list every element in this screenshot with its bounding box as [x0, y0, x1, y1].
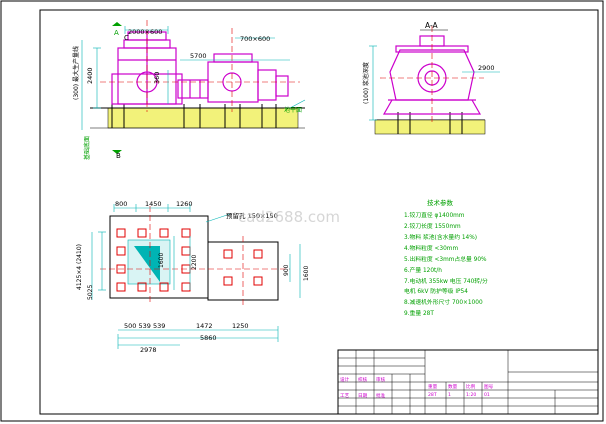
- tb-mid-header-3: 比例: [466, 383, 476, 390]
- tb-row-b-3: 批准: [376, 392, 386, 399]
- spec-item: 1.铰刀直径 φ1400mm: [404, 211, 465, 219]
- tb-row-b-1: 工艺: [340, 393, 350, 399]
- spec-item: 4.物料粒度 <30mm: [404, 244, 458, 252]
- plan-dim-total-1: 2978: [140, 346, 157, 354]
- section-foundation: [374, 119, 486, 135]
- spec-item: 5.出料粒度 <3mm占总量 90%: [404, 255, 487, 263]
- plan-inner-feature: [134, 246, 160, 282]
- tb-mid-header-2: 数量: [448, 383, 458, 390]
- spec-item: 3.物料 浆池(含水量约 14%): [404, 233, 477, 241]
- section-title: A-A: [425, 21, 439, 30]
- tb-row-a-3: 审核: [376, 376, 386, 383]
- title-block: 设计 校核 审核 工艺 日期 批准 重量 数量 比例 图号 28T 1 1:20…: [337, 349, 599, 415]
- spec-notes: 技术参数 1.铰刀直径 φ1400mm 2.铰刀长度 1550mm 3.物料 浆…: [404, 198, 488, 317]
- watermark: cad2688.com: [238, 208, 340, 226]
- elev-dim-small: 360: [153, 72, 161, 84]
- elev-dim-right: 700×600: [240, 35, 270, 43]
- section-arrow-icon: [112, 22, 122, 26]
- tb-mid-header-1: 重量: [428, 383, 438, 390]
- section-label-c: C: [124, 34, 129, 42]
- spec-title: 技术参数: [427, 198, 454, 207]
- elevation-dimensions: [81, 26, 306, 130]
- elev-side-text: (300) 最大生产量线: [72, 46, 80, 100]
- plan-dim-top-1: 800: [115, 200, 127, 208]
- tb-mid-value-3: 1:20: [466, 392, 476, 398]
- elevation-foundation: [107, 107, 299, 129]
- plan-dim-left-bottom: 5025: [87, 285, 94, 300]
- section-view: A-A 2900 (100) 浆池深度: [362, 21, 500, 135]
- plan-note: 预留孔 150×150: [226, 211, 278, 220]
- section-arrow-icon-bottom: [112, 150, 122, 154]
- sheet-inner-border: [39, 9, 599, 415]
- view-markers: [112, 22, 122, 154]
- plan-dim-inner: 1600: [158, 253, 165, 268]
- spec-item: 6.产量 120t/h: [404, 266, 442, 274]
- plan-dim-right-2: 1600: [303, 266, 310, 281]
- section-side-text: (100) 浆池深度: [362, 62, 370, 104]
- elev-dim-height: 2400: [86, 67, 94, 84]
- plan-view: 800 1450 1260 预留孔 150×150 1600 2200 4125…: [76, 200, 310, 354]
- plan-dim-top-3: 1260: [176, 200, 193, 208]
- plan-dimensions: [91, 204, 301, 349]
- plan-dim-right-1: 900: [283, 264, 290, 276]
- tb-mid-value-2: 1: [448, 392, 451, 398]
- spec-item: 9.重量 28T: [404, 309, 434, 317]
- tb-mid-value-1: 28T: [428, 392, 437, 398]
- plan-dim-total-2: 5860: [200, 334, 217, 342]
- plan-dim-inner-2: 2200: [191, 255, 198, 270]
- tb-row-a-2: 校核: [358, 376, 368, 383]
- elev-right-note: 地平面: [284, 106, 302, 114]
- section-dim-width: 2900: [478, 64, 495, 72]
- plan-dim-left-label: 4125×4 (2410): [76, 244, 83, 290]
- elev-dim-top: 2000×600: [128, 28, 162, 36]
- plan-dim-bottom-1: 500 539 539: [124, 322, 165, 330]
- tb-mid-value-4: 01: [484, 392, 490, 398]
- tb-row-b-2: 日期: [358, 393, 368, 399]
- elevation-view: A C B 2000×600 700×600 5700 360 2400 (30…: [72, 20, 306, 160]
- section-label-b: B: [116, 152, 121, 160]
- tb-mid-header-4: 图号: [484, 384, 494, 390]
- plan-dim-bottom-3: 1250: [232, 322, 249, 330]
- spec-item: 电机 6kV 防护等级 IP54: [404, 287, 468, 295]
- plan-dim-bottom-2: 1472: [196, 322, 213, 330]
- section-label-a: A: [114, 29, 119, 37]
- elev-bottom-note: 基础底面: [83, 136, 91, 160]
- plan-dim-top-2: 1450: [145, 200, 162, 208]
- spec-item: 2.铰刀长度 1550mm: [404, 222, 461, 230]
- plan-centerlines: [100, 206, 290, 305]
- elev-dim-length: 5700: [190, 52, 207, 60]
- elevation-centerlines: [100, 20, 300, 112]
- spec-item: 7.电动机 355kw 电压 740转/分: [404, 277, 488, 285]
- tb-row-a-1: 设计: [340, 376, 350, 383]
- spec-item: 8.减速机外形尺寸 700×1000: [404, 298, 483, 306]
